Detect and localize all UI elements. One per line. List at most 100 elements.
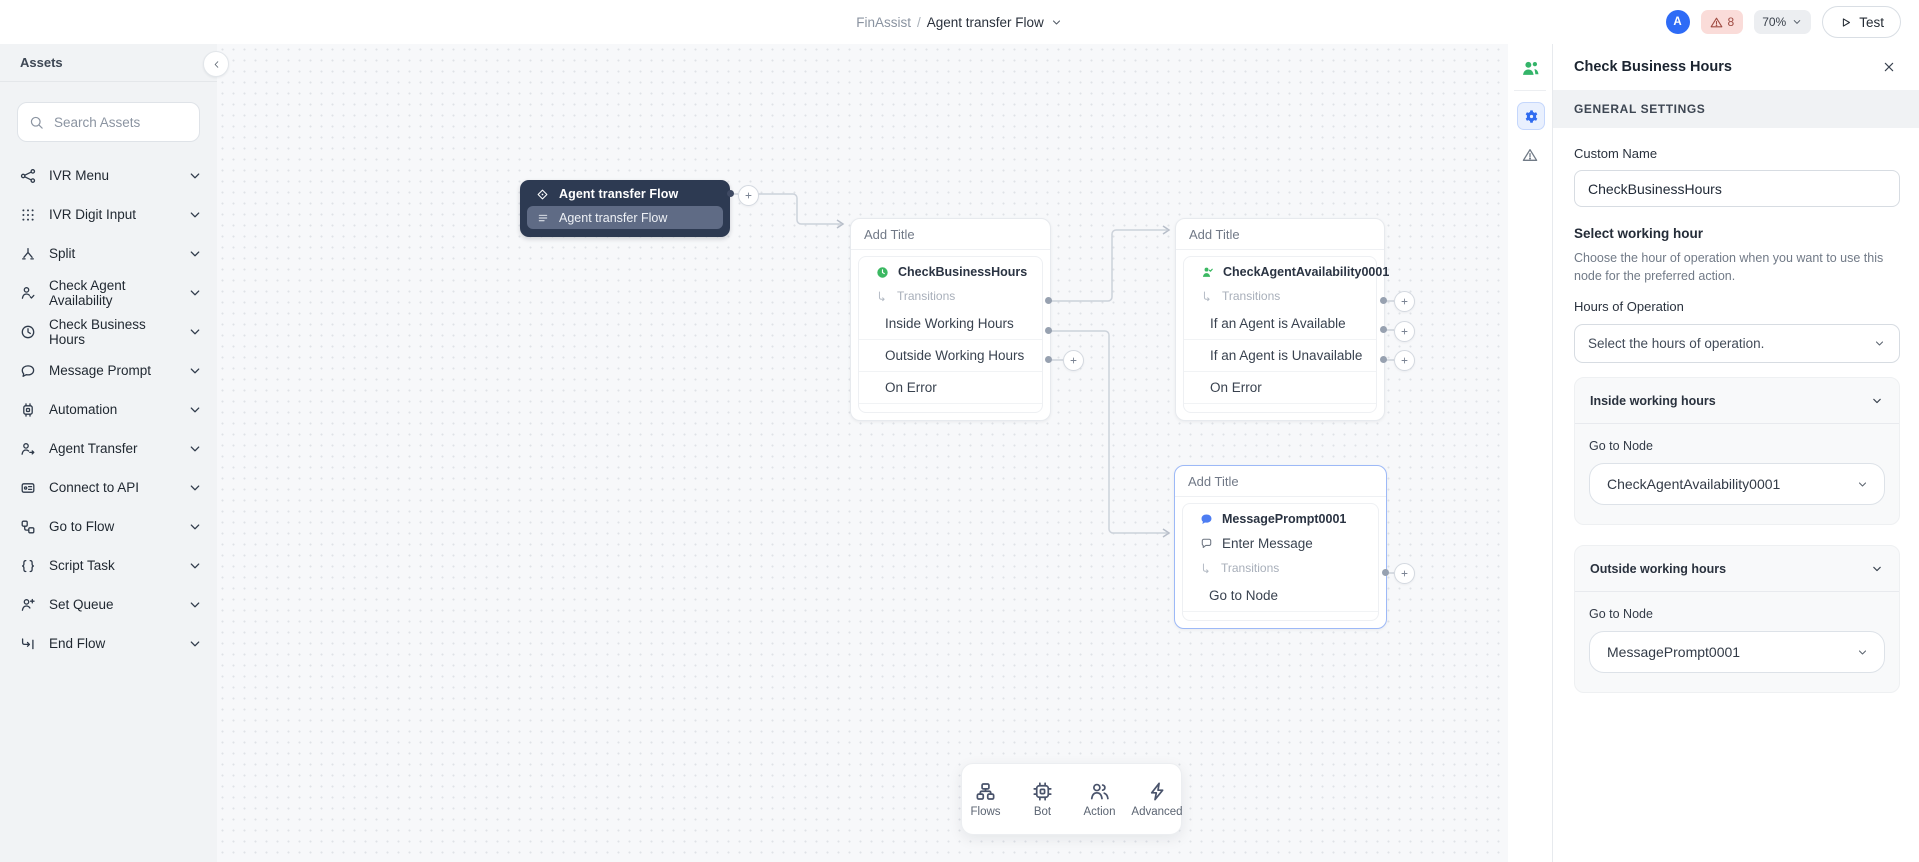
zoom-level-control[interactable]: 70% [1754, 10, 1812, 34]
test-button[interactable]: Test [1822, 6, 1901, 38]
inside-go-to-node-select[interactable]: CheckAgentAvailability0001 [1589, 463, 1885, 506]
transition-row-inside-working-hours[interactable]: Inside Working Hours [859, 308, 1042, 340]
chevron-down-icon [187, 597, 203, 613]
custom-name-input[interactable] [1574, 170, 1900, 207]
dock-item-bot[interactable]: Bot [1019, 781, 1066, 818]
outside-go-to-node-select[interactable]: MessagePrompt0001 [1589, 631, 1885, 674]
panel-close-button[interactable] [1878, 56, 1900, 78]
dock-item-action[interactable]: Action [1076, 781, 1123, 818]
connector-dot [1380, 356, 1387, 363]
node-title[interactable]: Add Title [851, 219, 1050, 250]
accordion-header[interactable]: Inside working hours [1575, 378, 1899, 425]
test-button-label: Test [1859, 14, 1884, 30]
breadcrumb-separator: / [916, 14, 921, 30]
transition-row-if-an-agent-is-available[interactable]: If an Agent is Available [1184, 308, 1376, 340]
add-connection-button[interactable] [1394, 321, 1415, 342]
section-title: Select working hour [1574, 226, 1704, 241]
sidebar-item-check-agent-availability[interactable]: Check Agent Availability [0, 273, 217, 312]
sidebar-item-set-queue[interactable]: Set Queue [0, 585, 217, 624]
sidebar-item-go-to-flow[interactable]: Go to Flow [0, 507, 217, 546]
node-row-enter-message: Enter Message [1183, 531, 1378, 556]
node-settings-panel: Check Business Hours GENERAL SETTINGS Cu… [1552, 44, 1919, 862]
issues-panel-button[interactable] [1518, 143, 1542, 167]
breadcrumb[interactable]: FinAssist / Agent transfer Flow [0, 0, 1919, 44]
warning-triangle-icon [1710, 16, 1723, 29]
hours-of-operation-select[interactable]: Select the hours of operation. [1574, 324, 1900, 364]
agent-transfer-icon [20, 441, 36, 457]
plus-icon [1399, 296, 1410, 307]
add-connection-button[interactable] [1063, 350, 1084, 371]
strip-divider [1514, 90, 1546, 91]
sidebar-item-ivr-digit-input[interactable]: IVR Digit Input [0, 195, 217, 234]
flow-canvas[interactable]: Agent transfer Flow Agent transfer Flow … [217, 44, 1508, 862]
connector-dot [727, 190, 734, 197]
gear-icon [1524, 109, 1539, 124]
sidebar-item-split[interactable]: Split [0, 234, 217, 273]
chevron-down-icon [187, 519, 203, 535]
node-title[interactable]: Add Title [1176, 219, 1384, 250]
selected-node: MessagePrompt0001 [1607, 644, 1741, 661]
start-node-flow-row[interactable]: Agent transfer Flow [527, 206, 723, 229]
chevron-down-icon [187, 402, 203, 418]
connector-lines [734, 193, 1394, 574]
add-connection-button[interactable] [1394, 350, 1415, 371]
sidebar-item-agent-transfer[interactable]: Agent Transfer [0, 429, 217, 468]
chevron-left-icon [211, 59, 222, 70]
split-icon [20, 246, 36, 262]
search-input[interactable] [52, 113, 186, 131]
message-blue-icon [1200, 513, 1213, 526]
sidebar-item-script-task[interactable]: Script Task [0, 546, 217, 585]
panel-body: Custom Name Select working hour Choose t… [1553, 128, 1919, 694]
sidebar-item-label: Go to Flow [49, 519, 115, 534]
sidebar-item-label: Connect to API [49, 480, 140, 495]
set-queue-icon [20, 597, 36, 613]
hours-of-operation-label: Hours of Operation [1574, 299, 1684, 315]
transition-row-if-an-agent-is-unavailable[interactable]: If an Agent is Unavailable [1184, 340, 1376, 372]
sidebar-item-message-prompt[interactable]: Message Prompt [0, 351, 217, 390]
transitions-icon [1201, 290, 1213, 302]
go-to-flow-icon [20, 519, 36, 535]
transition-row-on-error[interactable]: On Error [1184, 372, 1376, 404]
accordion-header[interactable]: Outside working hours [1575, 546, 1899, 593]
chevron-down-icon [1050, 16, 1063, 29]
panel-header: Check Business Hours [1553, 44, 1919, 90]
transition-row-on-error[interactable]: On Error [859, 372, 1042, 404]
add-connection-button[interactable] [1394, 291, 1415, 312]
settings-panel-button[interactable] [1517, 102, 1545, 130]
node-row-messageprompt0001: MessagePrompt0001 [1183, 507, 1378, 531]
ivr-digit-input-icon [20, 207, 36, 223]
avatar[interactable]: A [1665, 10, 1690, 34]
sidebar-item-automation[interactable]: Automation [0, 390, 217, 429]
sidebar-item-label: Check Business Hours [49, 316, 146, 347]
transition-row-go-to-node[interactable]: Go to Node [1183, 580, 1378, 612]
sidebar-item-connect-to-api[interactable]: Connect to API [0, 468, 217, 507]
search-icon [29, 115, 44, 130]
dock-item-flows[interactable]: Flows [962, 781, 1009, 818]
agents-panel-button[interactable] [1518, 56, 1542, 80]
add-connection-button[interactable] [738, 185, 759, 206]
chat-icon [1200, 537, 1213, 550]
chevron-down-icon [187, 558, 203, 574]
connector-dot [1045, 327, 1052, 334]
warning-count-badge[interactable]: 8 [1700, 10, 1744, 34]
transition-row-outside-working-hours[interactable]: Outside Working Hours [859, 340, 1042, 372]
custom-name-label: Custom Name [1574, 146, 1658, 161]
tab-general-settings[interactable]: GENERAL SETTINGS [1553, 90, 1919, 128]
sidebar-item-label: Split [49, 246, 76, 261]
dock-item-label: Bot [1033, 805, 1052, 818]
add-connection-button[interactable] [1394, 563, 1415, 584]
node-title[interactable]: Add Title [1175, 466, 1386, 497]
start-node[interactable]: Agent transfer Flow Agent transfer Flow [520, 180, 730, 237]
breadcrumb-flow-name: Agent transfer Flow [926, 14, 1044, 30]
sidebar-collapse-button[interactable] [203, 51, 229, 77]
sidebar-item-end-flow[interactable]: End Flow [0, 624, 217, 663]
dock-item-advanced[interactable]: Advanced [1131, 781, 1183, 818]
sidebar-item-ivr-menu[interactable]: IVR Menu [0, 156, 217, 195]
sidebar-item-label: Script Task [49, 558, 115, 573]
sidebar-item-check-business-hours[interactable]: Check Business Hours [0, 312, 217, 351]
